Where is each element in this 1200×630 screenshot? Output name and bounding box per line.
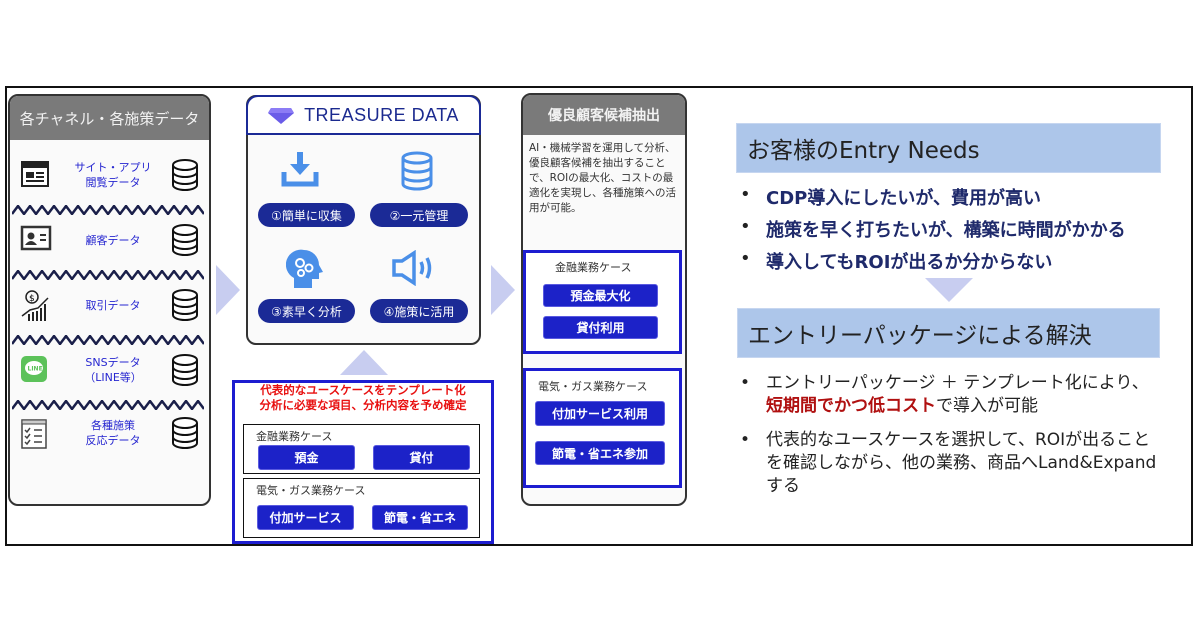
deposit-button[interactable]: 預金 [258, 445, 355, 470]
data-source-label: 各種施策 反応データ [85, 419, 141, 447]
data-source-label: 取引データ [85, 298, 141, 312]
svg-text:LINE: LINE [28, 366, 43, 373]
database-icon [401, 151, 433, 191]
revenue-chart-icon: $ [20, 290, 50, 321]
case-title: 電気・ガス業務ケース [256, 484, 366, 497]
extract-title: 優良顧客候補抽出 [523, 95, 685, 135]
speaker-icon [392, 250, 432, 286]
database-icon [172, 289, 198, 321]
treasure-data-header: TREASURE DATA [246, 95, 481, 135]
step-activate-pill: ④施策に活用 [370, 299, 468, 323]
diamond-logo-icon [268, 108, 295, 124]
data-source-row: LINE SNSデータ （LINE等） [20, 350, 200, 390]
step-analyze-pill: ③素早く分析 [258, 299, 355, 323]
needs-title-bar: お客様のEntry Needs [736, 123, 1161, 173]
treasure-data-logo-text: TREASURE DATA [304, 104, 459, 125]
case-title: 金融業務ケース [555, 261, 632, 274]
arrow-down-icon [925, 278, 973, 302]
database-icon [172, 159, 198, 191]
step-collect-pill: ①簡単に収集 [258, 203, 355, 227]
data-source-label: 顧客データ [85, 233, 141, 247]
line-app-icon: LINE [20, 355, 50, 385]
energy-saving-join-button[interactable]: 節電・省エネ参加 [535, 441, 665, 465]
case-title: 金融業務ケース [256, 430, 333, 443]
browser-icon [20, 160, 50, 190]
database-icon [172, 224, 198, 256]
template-line1: 代表的なユースケースをテンプレート化 [260, 383, 466, 397]
extract-description: AI・機械学習を運用して分析、優良顧客候補を抽出することで、ROIの最大化、コス… [529, 142, 676, 214]
zigzag-divider [12, 335, 204, 345]
data-source-label: サイト・アプリ 閲覧データ [74, 161, 152, 189]
zigzag-divider [12, 205, 204, 215]
needs-bullet: CDP導入にしたいが、費用が高い [740, 184, 1041, 210]
loan-use-button[interactable]: 貸付利用 [543, 316, 658, 339]
case-title: 電気・ガス業務ケース [538, 380, 648, 393]
added-service-use-button[interactable]: 付加サービス利用 [535, 401, 665, 426]
zigzag-divider [12, 400, 204, 410]
panel-title: 各チャネル・各施策データ [10, 96, 209, 140]
template-line2: 分析に必要な項目、分析内容を予め確定 [259, 398, 467, 412]
deposit-max-button[interactable]: 預金最大化 [543, 284, 658, 307]
diagram-frame [5, 86, 1193, 546]
brain-gears-icon [286, 249, 323, 288]
energy-saving-button[interactable]: 節電・省エネ [372, 505, 468, 530]
loan-button[interactable]: 貸付 [373, 445, 470, 470]
solution-bullet: •代表的なユースケースを選択して、ROIが出ることを確認しながら、他の業務、商品… [740, 430, 1157, 496]
needs-bullet: 導入してもROIが出るか分からない [740, 248, 1052, 274]
data-source-row: 顧客データ [20, 220, 200, 260]
database-icon [172, 354, 198, 386]
step-manage-pill: ②一元管理 [370, 203, 468, 227]
data-source-row: サイト・アプリ 閲覧データ [20, 155, 200, 195]
data-source-row: $ 取引データ [20, 285, 200, 325]
added-service-button[interactable]: 付加サービス [257, 505, 354, 530]
arrow-right-icon [216, 265, 240, 315]
solution-title-bar: エントリーパッケージによる解決 [737, 308, 1160, 358]
data-source-label: SNSデータ （LINE等） [84, 356, 142, 384]
template-description: 代表的なユースケースをテンプレート化 分析に必要な項目、分析内容を予め確定 [232, 383, 494, 413]
download-icon [281, 152, 319, 187]
zigzag-divider [12, 270, 204, 280]
svg-text:$: $ [29, 294, 35, 304]
database-icon [172, 417, 198, 449]
arrow-right-icon [491, 265, 515, 315]
checklist-icon [20, 418, 50, 449]
data-source-row: 各種施策 反応データ [20, 413, 200, 453]
extract-energy-box [523, 368, 682, 488]
highlight-text: 短期間でかつ低コスト [766, 396, 936, 416]
solution-bullet: •エントリーパッケージ ＋ テンプレート化により、短期間でかつ低コストで導入が可… [740, 373, 1149, 416]
needs-bullet: 施策を早く打ちたいが、構築に時間がかかる [740, 216, 1126, 242]
id-card-icon [20, 225, 52, 255]
arrow-up-icon [340, 350, 388, 375]
